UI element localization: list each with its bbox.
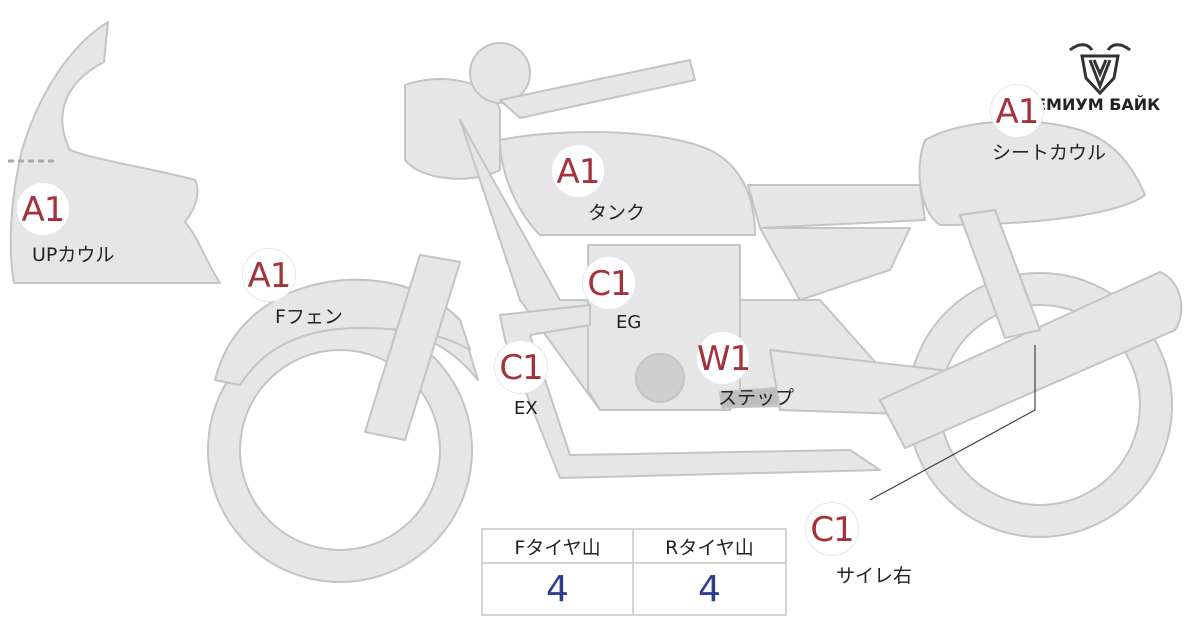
tire-tread-table: Fタイヤ山 Rタイヤ山 4 4 [481,528,787,616]
exhaust-shape [499,304,881,479]
f-fender-grade-badge: A1 [242,248,296,302]
rear-tire-value: 4 [698,568,721,610]
engine-label: EG [616,312,642,333]
silencer-leader-line [869,345,1036,501]
front-tire-value: 4 [483,564,634,614]
bull-head-icon [1069,43,1131,96]
tank-label: タンク [588,202,646,224]
step-grade-badge: W1 [696,331,751,385]
exhaust-label: EX [514,398,538,419]
seat-cowl-shape [918,120,1146,226]
exhaust-grade-badge: C1 [494,340,548,394]
up-cowl-grade-badge: A1 [16,182,70,236]
rear-tire-header: Rタイヤ山 [634,530,785,564]
front-tire-header: Fタイヤ山 [483,530,634,564]
brand-name: ПРЕМИУМ БАЙК [1010,95,1161,114]
side-cover-shape [759,227,911,301]
gauge-shape [469,42,531,104]
step-label: ステップ [718,387,795,409]
engine-cover-shape [635,353,685,403]
silencer-label: サイレ右 [836,565,913,587]
up-cowl-label: UPカウル [32,244,115,266]
engine-grade-badge: C1 [582,256,636,310]
f-fender-label: Fフェン [275,306,343,328]
tank-grade-badge: A1 [551,144,605,198]
handlebar-shape [499,59,696,119]
seat-shape [747,184,926,229]
silencer-grade-badge: C1 [805,502,859,556]
seat-cowl-label: シートカウル [992,142,1107,164]
seat-cowl-grade-badge: A1 [990,84,1044,138]
